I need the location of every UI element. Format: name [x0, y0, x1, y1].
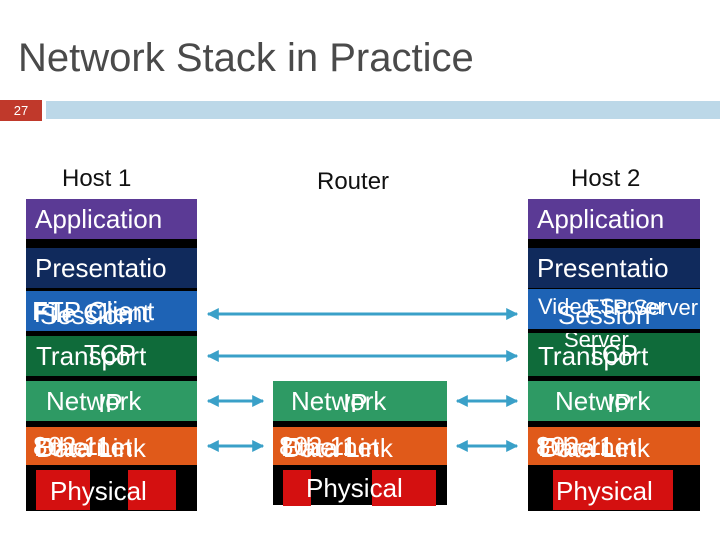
- host2-network-label: Network: [555, 386, 651, 416]
- host2-presentation-layer: Presentatio: [528, 248, 700, 288]
- router-datalink-layer: 802.11 Ethernet Data Link: [273, 427, 447, 465]
- host1-session-label: Session: [40, 300, 133, 330]
- router-physical-block-2: [372, 470, 436, 506]
- host2-physical-label: Physical: [556, 476, 653, 506]
- host2-network-overlay: IP: [607, 388, 632, 418]
- router-network-layer: Network IP: [273, 381, 447, 421]
- title-divider-bar: [46, 101, 720, 119]
- router-datalink-overlay-2: Ethernet: [281, 432, 380, 462]
- host1-transport-overlay: TCP: [84, 339, 136, 369]
- host1-session-overlay-2: File Client: [34, 298, 150, 328]
- host1-label: Host 1: [62, 165, 132, 192]
- host2-datalink-overlay-2: Ethernet: [538, 432, 637, 462]
- host2-datalink-overlay-1: 802.11: [536, 431, 614, 461]
- host2-transport-overlay-1: Server: [564, 333, 629, 352]
- host1-session-overlay-1: FTP Client: [32, 296, 155, 326]
- host2-datalink-layer: 802.11 Ethernet Data Link: [528, 427, 700, 465]
- host1-physical-label: Physical: [50, 476, 147, 506]
- host2-application-layer: Application: [528, 199, 700, 239]
- host1-network-overlay: IP: [98, 388, 123, 418]
- host2-transport-overlay-2: TCP: [586, 339, 638, 369]
- router-datalink-overlay-1: 802.11: [279, 431, 357, 461]
- router-physical-label: Physical: [306, 473, 403, 503]
- host2-network-layer: Network IP: [528, 381, 700, 421]
- host1-network-label: Network: [46, 386, 142, 416]
- host1-transport-label: Transport: [36, 341, 147, 371]
- host1-application-layer: Application: [26, 199, 197, 239]
- host1-session-layer: FTP Client File Client Session: [26, 291, 197, 331]
- host1-datalink-overlay-2: Ethernet: [34, 432, 133, 462]
- router-network-label: Network: [291, 386, 387, 416]
- host1-physical-block-1: [36, 470, 90, 510]
- router-network-overlay: IP: [343, 388, 368, 418]
- host1-datalink-overlay-1: 802.11: [33, 431, 111, 461]
- host1-network-layer: Network IP: [26, 381, 197, 421]
- router-physical-block-1: [283, 470, 311, 506]
- host1-presentation-layer: Presentatio: [26, 248, 197, 288]
- host2-session-overlay-2: FTP Server: [586, 295, 699, 320]
- host1-datalink-label: Data Link: [36, 433, 146, 463]
- host2-session-overlay-1: Video Server: [538, 294, 665, 319]
- host2-physical-block: [553, 470, 673, 510]
- host2-session-label: Session: [558, 300, 651, 329]
- host1-transport-layer: Transport TCP: [26, 336, 197, 376]
- router-label: Router: [317, 168, 390, 195]
- host2-transport-layer: Server Transport TCP: [528, 333, 700, 376]
- host1-physical-block-2: [128, 470, 176, 510]
- slide-title: Network Stack in Practice: [18, 36, 474, 80]
- host2-session-layer: Video Server FTP Server Session: [528, 289, 700, 329]
- host1-datalink-layer: 802.11 Ethernet Data Link: [26, 427, 197, 465]
- host2-transport-label: Transport: [538, 341, 649, 371]
- host2-label: Host 2: [571, 165, 641, 192]
- router-datalink-label: Data Link: [283, 433, 393, 463]
- host2-datalink-label: Data Link: [540, 433, 650, 463]
- slide-number: 27: [0, 100, 42, 121]
